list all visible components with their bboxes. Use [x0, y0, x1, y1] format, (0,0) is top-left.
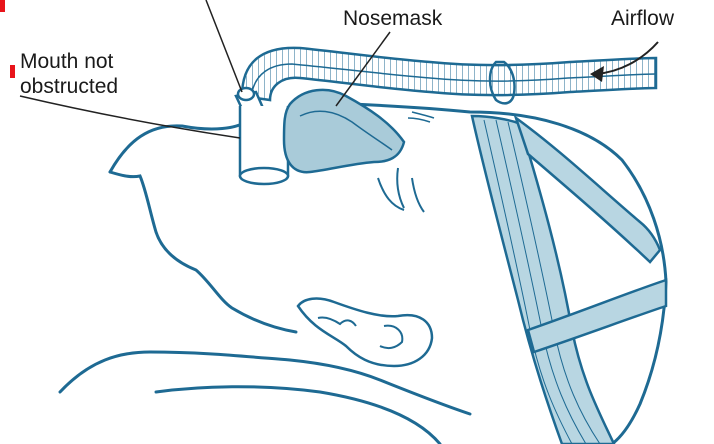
red-marker-top	[0, 0, 5, 12]
label-mouth-not-obstructed: Mouth not obstructed	[20, 49, 118, 99]
chin-neck	[60, 352, 470, 414]
label-mouth-line1: Mouth not	[20, 49, 118, 74]
eye	[378, 178, 404, 210]
label-nosemask: Nosemask	[343, 7, 442, 31]
red-marker-mid	[10, 65, 15, 78]
leader-port	[206, 0, 242, 92]
label-airflow: Airflow	[611, 7, 674, 31]
connector-tube-end	[240, 168, 288, 184]
label-mouth-line2: obstructed	[20, 74, 118, 99]
leader-mouth	[20, 96, 240, 138]
face-profile	[110, 172, 296, 332]
nosemask	[284, 90, 404, 172]
shoulder-line	[156, 387, 440, 444]
ear	[298, 299, 432, 366]
ear-inner	[318, 317, 402, 348]
brow-lines	[408, 112, 434, 122]
cheek-lines	[397, 168, 424, 212]
